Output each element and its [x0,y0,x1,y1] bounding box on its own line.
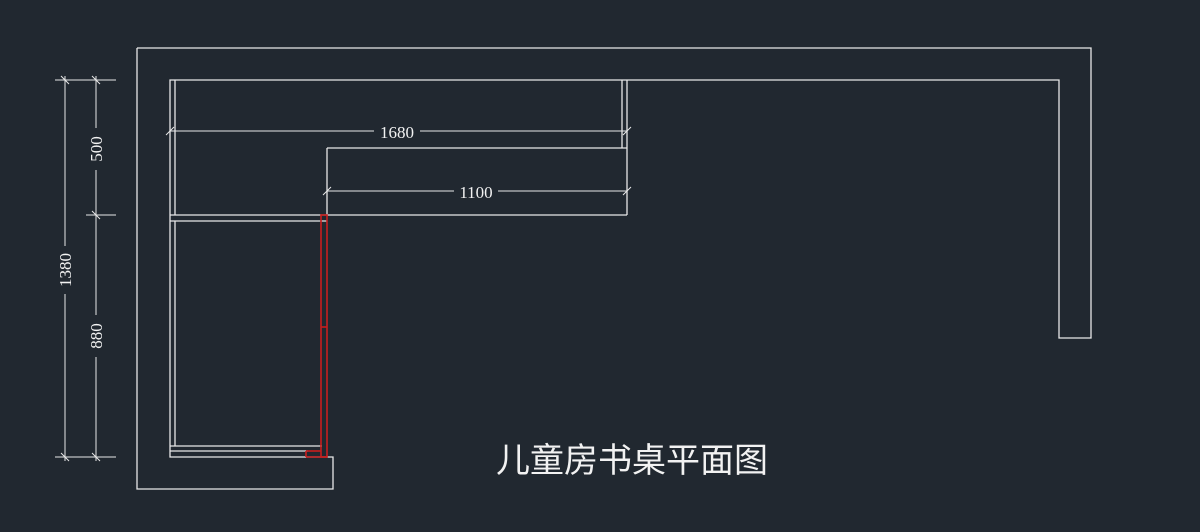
dimension-1100: 1100 [322,183,632,202]
dimension-label-1680: 1680 [380,123,414,142]
dimension-label-500: 500 [87,136,106,162]
dimension-1680: 1680 [165,123,632,142]
vertical-dimensions: 500 880 1380 [55,75,116,462]
dimension-label-1380: 1380 [56,253,75,287]
red-side-panel [305,214,328,458]
dimension-label-1100: 1100 [459,183,492,202]
room-outline [136,47,1092,490]
drawing-title: 儿童房书桌平面图 [496,441,768,481]
dimension-label-880: 880 [87,323,106,349]
shelf-box [326,147,627,216]
desk-outline [170,80,628,452]
